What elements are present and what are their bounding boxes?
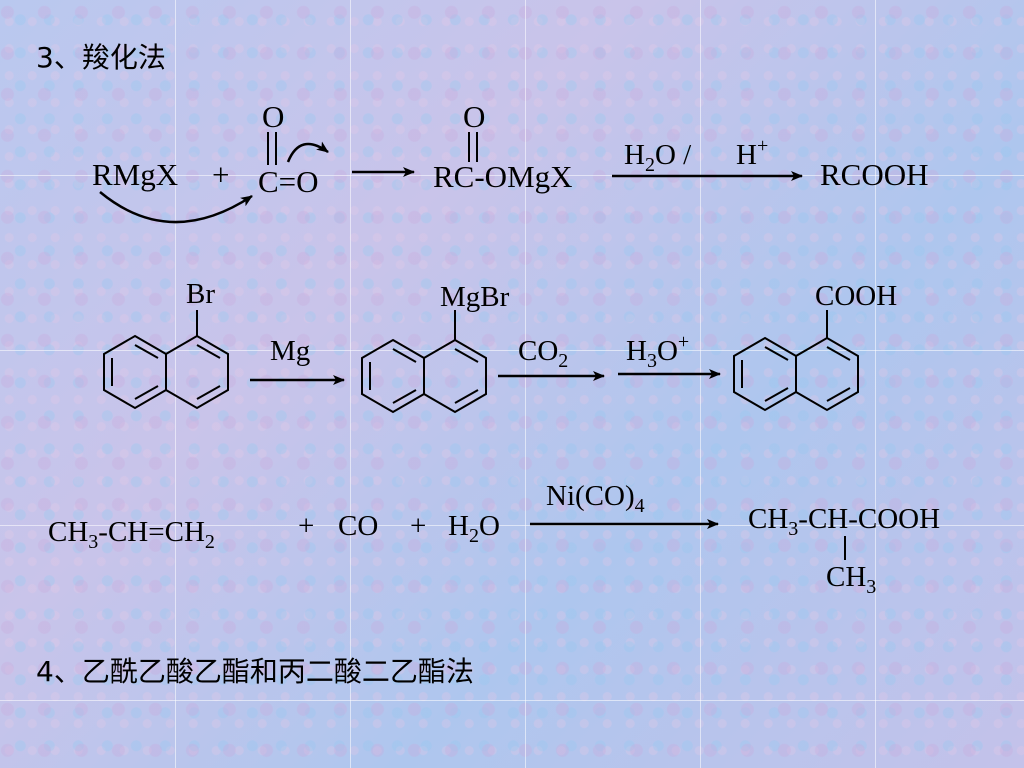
bromonaphthalene-structure (103, 310, 229, 410)
background-gridline (175, 0, 176, 768)
co2-label: CO2 (518, 335, 568, 372)
reaction-1: RMgX + O C=O O RC-OMgX H2O / H+ RCOOH (92, 99, 929, 224)
background-gridline (525, 0, 526, 768)
catalyst-label: Ni(CO)4 (546, 480, 645, 517)
hydronium-label: H3O+ (626, 331, 689, 372)
intermediate-label: RC-OMgX (433, 159, 573, 194)
carbon-dioxide-label: C=O (258, 164, 319, 199)
plus-sign: + (410, 510, 426, 542)
carbonyl-oxygen-label: O (463, 99, 485, 134)
carboxylic-acid-label: RCOOH (820, 157, 929, 192)
h-plus-label: H+ (736, 135, 768, 171)
water-label: H2O (448, 510, 500, 547)
isobutyric-acid-label: CH3-CH-COOH (748, 503, 940, 540)
curved-attack-arrow (99, 191, 253, 224)
plus-sign: + (298, 510, 314, 542)
cooh-label: COOH (815, 280, 897, 312)
mgbr-label: MgBr (440, 281, 510, 313)
h2o-label: H2O / (624, 139, 692, 176)
bromine-label: Br (186, 278, 215, 310)
background-gridline (0, 175, 1024, 176)
background-gridline (700, 0, 701, 768)
curved-electron-arrow (286, 141, 329, 163)
methyl-branch-label: CH3 (826, 561, 876, 598)
reaction-2: Br Mg MgBr CO2 H3O+ C (103, 278, 897, 414)
oxygen-label: O (262, 99, 284, 134)
section-3-heading: 3、羧化法 (36, 41, 166, 74)
section-4-heading: 4、乙酰乙酸乙酯和丙二酸二乙酯法 (36, 655, 474, 688)
reaction-3: CH3-CH=CH2 + CO + H2O Ni(CO)4 CH3-CH-COO… (48, 480, 940, 598)
plus-sign: + (212, 157, 229, 192)
background-gridline (0, 525, 1024, 526)
background-gridline (0, 350, 1024, 351)
background-gridline (875, 0, 876, 768)
rmgx-label: RMgX (92, 157, 178, 192)
naphthoic-acid-structure (733, 310, 859, 412)
propene-label: CH3-CH=CH2 (48, 516, 215, 553)
background-gridline (0, 700, 1024, 701)
magnesium-label: Mg (270, 335, 310, 367)
background-gridline (350, 0, 351, 768)
carbon-monoxide-label: CO (338, 510, 378, 542)
naphthyl-grignard-structure (361, 310, 487, 414)
